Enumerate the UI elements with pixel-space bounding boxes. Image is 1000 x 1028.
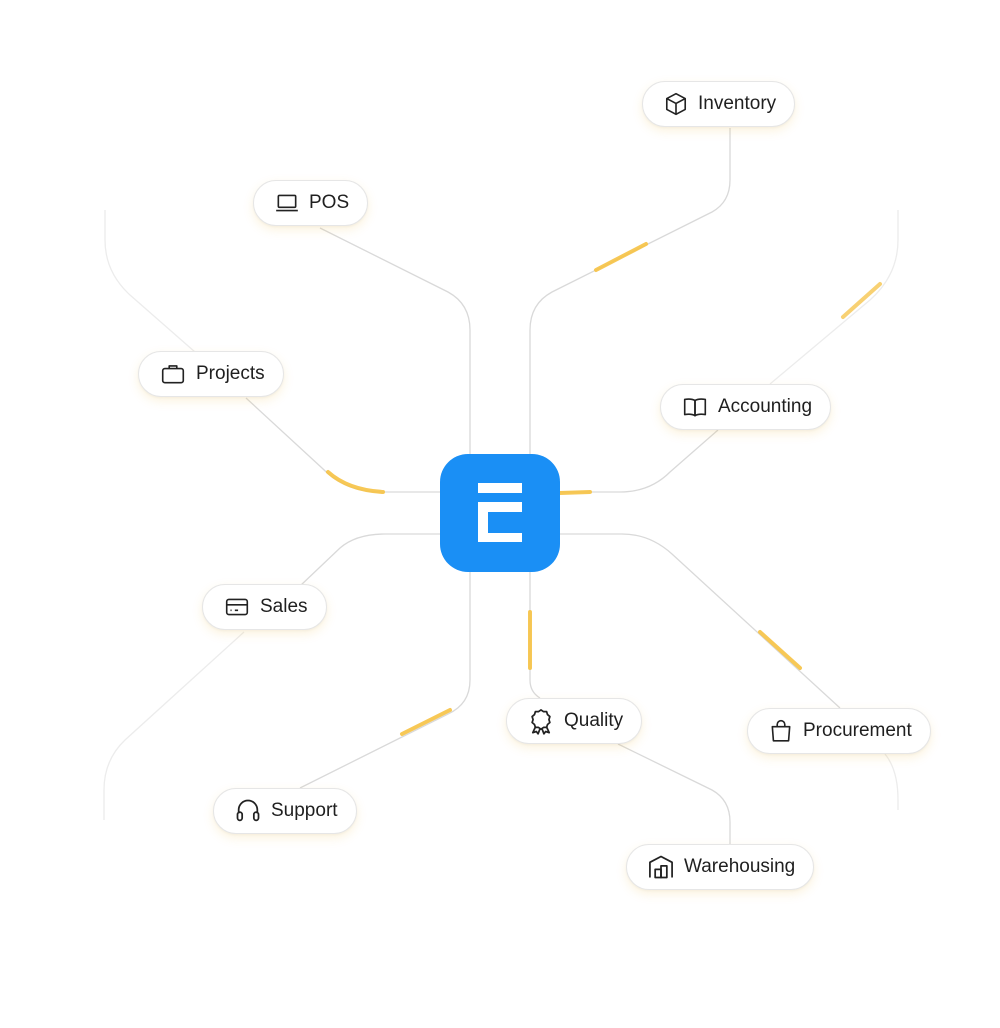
module-quality[interactable]: Quality: [506, 698, 643, 744]
connector-sales: [299, 533, 440, 587]
pulse-support: [400, 708, 452, 736]
connector-warehousing: [617, 743, 731, 845]
module-label: Support: [271, 800, 338, 821]
pulse-procurement: [758, 630, 802, 670]
connector-pos: [319, 227, 471, 455]
erp-logo-icon: [478, 483, 522, 542]
pulse-inventory: [594, 242, 648, 272]
connector-procurement: [560, 533, 841, 709]
module-label: POS: [309, 192, 350, 213]
module-support[interactable]: Support: [213, 788, 357, 834]
connector-projects: [245, 397, 440, 493]
pulse-accounting-top: [841, 282, 882, 319]
shopping-bag-icon: [771, 719, 791, 742]
module-procurement[interactable]: Procurement: [747, 708, 931, 754]
cube-icon: [665, 92, 687, 116]
module-label: Sales: [260, 596, 308, 617]
connector-procurement-bottom: [884, 753, 899, 810]
connector-projects-top: [104, 210, 196, 353]
module-label: Warehousing: [684, 856, 796, 877]
module-projects[interactable]: Projects: [138, 351, 284, 397]
erp-hub[interactable]: [440, 454, 560, 572]
module-label: Inventory: [698, 93, 777, 114]
warehouse-icon: [649, 855, 673, 879]
module-warehousing[interactable]: Warehousing: [626, 844, 815, 890]
briefcase-icon: [161, 365, 185, 384]
connector-accounting-top: [769, 210, 899, 385]
connector-support: [299, 572, 471, 789]
card-icon: [225, 598, 249, 616]
pulse-hub-right: [558, 490, 592, 495]
module-pos[interactable]: POS: [253, 180, 369, 226]
module-label: Procurement: [803, 720, 912, 741]
laptop-icon: [276, 194, 298, 212]
headset-icon: [236, 799, 260, 822]
award-icon: [531, 709, 551, 735]
book-icon: [683, 398, 707, 417]
module-label: Projects: [196, 363, 265, 384]
connector-sales-bottom: [103, 631, 245, 820]
module-label: Quality: [564, 710, 624, 731]
pulse-projects: [326, 470, 385, 494]
module-accounting[interactable]: Accounting: [660, 384, 832, 430]
connector-quality: [529, 572, 541, 699]
module-sales[interactable]: Sales: [202, 584, 327, 630]
module-inventory[interactable]: Inventory: [642, 81, 796, 127]
module-label: Accounting: [718, 396, 813, 417]
connector-accounting: [560, 429, 719, 493]
